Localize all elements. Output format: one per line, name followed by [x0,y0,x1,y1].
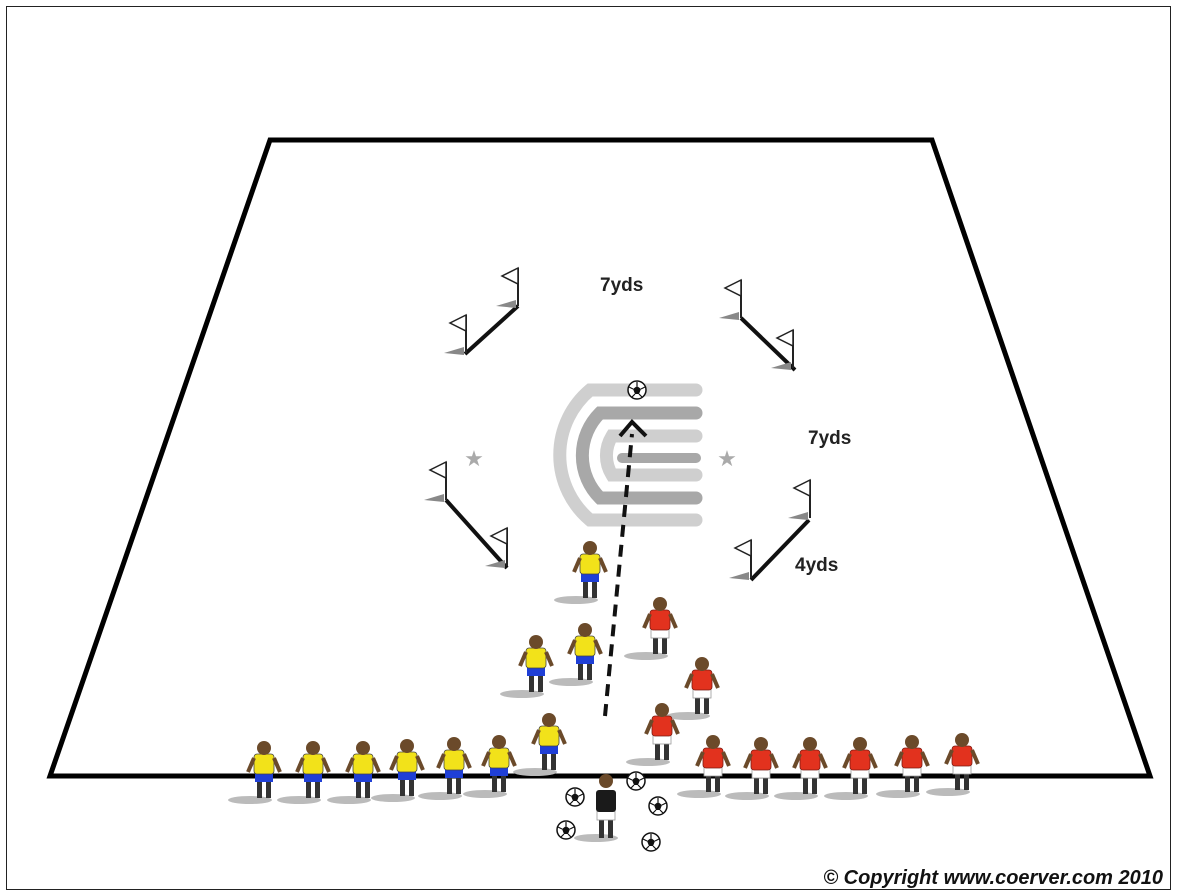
flag-pole-icon [423,461,447,503]
soccer-ball-icon [641,832,661,852]
soccer-ball-icon [565,787,585,807]
flag-pole-icon [718,279,742,321]
player-icon [822,735,878,802]
distance-label-side: 7yds [808,428,852,449]
gate-top-left [443,267,520,356]
coerver-logo-icon [553,383,703,527]
player-icon [498,633,554,700]
soccer-ball-icon [556,820,576,840]
star-icon: ★ [464,447,484,472]
player-icon [874,733,930,800]
flag-pole-icon [495,267,519,309]
soccer-ball-icon [648,796,668,816]
team-red [622,595,980,802]
soccer-ball-icon [626,771,646,791]
flag-pole-icon [728,539,752,581]
soccer-ball-icon [627,380,647,400]
player-icon [675,733,731,800]
field-boundary [46,137,1154,779]
gate-bottom-left [423,461,509,570]
copyright-notice: © Copyright www.coerver.com 2010 [823,867,1163,889]
player-icon [275,739,331,806]
star-icon: ★ [717,447,737,472]
gate-bottom-right [728,479,811,582]
dribble-path [603,433,634,717]
player-icon [624,701,680,768]
player-icon [664,655,720,722]
team-yellow [226,539,608,806]
flag-pole-icon [443,314,467,356]
server-goalkeeper [556,771,668,852]
player-icon [325,739,381,806]
player-icon [416,735,472,802]
gate-top-right [718,279,797,372]
flag-pole-icon [787,479,811,521]
distance-label-top: 7yds [600,275,644,296]
arrow-icon [618,419,648,438]
player-icon [511,711,567,778]
player-icon [622,595,678,662]
player-icon [547,621,603,688]
distance-label-gate: 4yds [795,555,839,576]
player-icon [772,735,828,802]
player-icon [723,735,779,802]
player-icon [552,539,608,606]
player-icon [226,739,282,806]
diagram-frame [6,6,1171,890]
player-icon [924,731,980,798]
